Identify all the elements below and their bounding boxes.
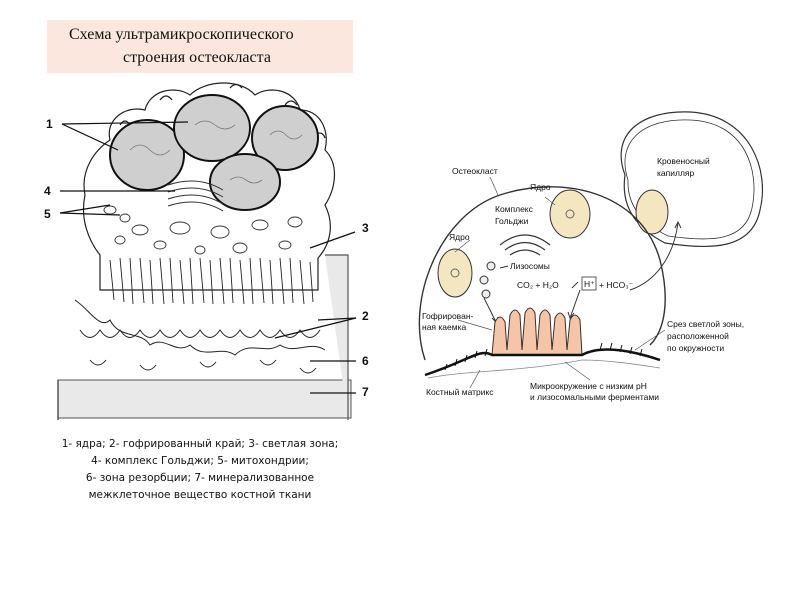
- title-line-1: Схема ультрамикроскопического: [69, 26, 294, 43]
- lysosome-1: [486, 261, 496, 271]
- callout-6: 6: [362, 354, 369, 368]
- right-arrows: [483, 220, 682, 323]
- label-clear-zone-3: по окружности: [667, 343, 724, 353]
- label-capillary-2: капилляр: [657, 168, 695, 178]
- right-golgi: [499, 234, 551, 256]
- right-nucleus-top: [549, 189, 591, 239]
- left-ruffled-border: [109, 257, 314, 305]
- label-clear-zone-1: Срез светлой зоны,: [667, 319, 744, 329]
- right-osteoclast-outline: [418, 186, 666, 361]
- caption-line-1: 1- ядра; 2- гофрированный край; 3- светл…: [61, 438, 339, 450]
- caption-line-3: 6- зона резорбции; 7- минерализованное: [85, 472, 315, 484]
- label-lysosomes: Лизосомы: [510, 261, 550, 271]
- label-bone-matrix: Костный матрикс: [426, 387, 494, 397]
- label-micro-1: Микроокружение с низким pH: [530, 381, 647, 391]
- label-clear-zone-2: расположенной: [667, 331, 729, 341]
- label-ruffled-1: Гофрирован-: [422, 311, 474, 321]
- label-micro-2: и лизосомальными ферментами: [530, 392, 659, 402]
- left-vacuoles: [103, 205, 303, 255]
- label-osteoclast: Остеокласт: [452, 166, 498, 176]
- label-nucleus-top: Ядро: [530, 182, 551, 192]
- left-cell-body: [82, 82, 336, 291]
- proton-box: [581, 276, 597, 291]
- left-bone-matrix: [57, 379, 352, 419]
- right-bone-matrix: [424, 348, 661, 377]
- label-capillary-1: Кровеносный: [657, 156, 710, 166]
- callout-1: 1: [46, 117, 53, 131]
- left-nuclei: [109, 94, 319, 211]
- title-line-2: строения остеокласта: [123, 49, 271, 66]
- left-nucleus-1: [109, 119, 185, 191]
- right-diagram: [418, 111, 764, 389]
- callout-2: 2: [362, 309, 369, 323]
- left-resorption-zone: [74, 299, 326, 374]
- capillary-cell: [635, 189, 669, 235]
- callout-4: 4: [44, 184, 51, 198]
- label-nucleus-left: Ядро: [449, 232, 470, 242]
- callout-5: 5: [44, 207, 51, 221]
- label-ruffled-2: ная каемка: [422, 322, 466, 332]
- label-golgi-1: Комплекс: [495, 204, 534, 214]
- callout-7: 7: [362, 385, 369, 399]
- caption-line-4: межклеточное вещество костной ткани: [88, 489, 312, 501]
- figure-caption: 1- ядра; 2- гофрированный край; 3- светл…: [35, 436, 365, 504]
- left-nucleus-4: [209, 153, 281, 211]
- left-callout-lines: [59, 121, 357, 394]
- caption-line-2: 4- комплекс Гольджи; 5- митохондрии;: [91, 455, 309, 467]
- left-nucleus-3: [251, 105, 319, 171]
- label-bicarbonate: + HCO₃⁻: [599, 280, 634, 290]
- lysosome-3: [481, 289, 491, 299]
- label-proton: H⁺: [584, 279, 595, 289]
- label-golgi-2: Гольджи: [495, 216, 529, 226]
- left-nucleus-2: [173, 94, 251, 162]
- right-nucleus-left: [437, 248, 473, 298]
- label-reaction: CO₂ + H₂O: [517, 280, 559, 290]
- left-golgi: [167, 180, 224, 212]
- lysosome-2: [479, 275, 489, 285]
- title-box: Схема ультрамикроскопического строения о…: [47, 20, 353, 73]
- callout-3: 3: [362, 221, 369, 235]
- right-ruffled-border: [491, 307, 583, 356]
